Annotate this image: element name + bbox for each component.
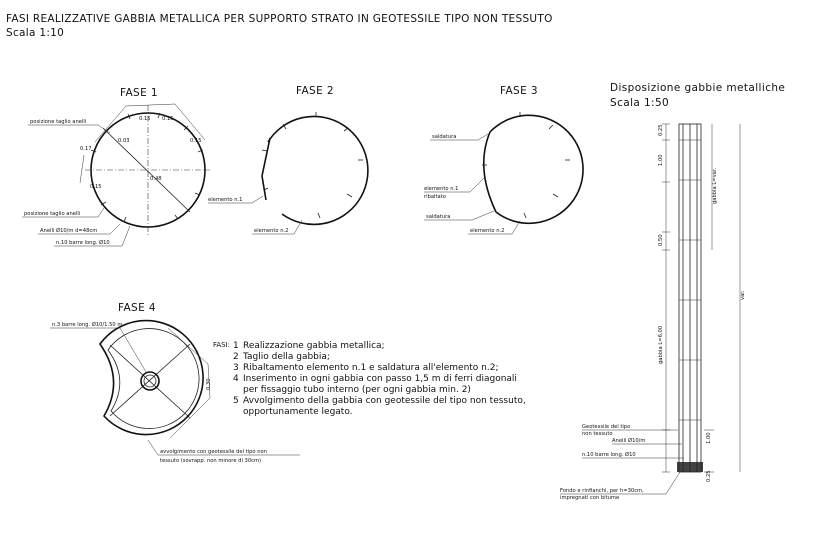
- disposizione-label-anelli: Anelli Ø10/m: [612, 437, 646, 444]
- fase-1-drawing: FASE 1 0.15 0.15 0.15 0.17 0.03 0.15 0.4…: [22, 87, 210, 247]
- disposizione-dim-025-bottom: 0.25: [706, 470, 712, 482]
- disposizione-label-fondo-1: Fondo e rinfianchi, per h=30cm,: [560, 488, 644, 494]
- fase-1-label-barre: n.10 barre long. Ø10: [56, 239, 110, 246]
- fase-3-ring: [489, 114, 584, 225]
- fasi-item-3-num: 3: [233, 363, 239, 373]
- fase-1-label-taglio-bottom: posizione taglio anelli: [24, 211, 80, 217]
- fase-4-label-barre: n.3 barre long. Ø10/1.50 m: [52, 321, 122, 328]
- fase-4-diagonal-2: [109, 343, 191, 417]
- fase-3-drawing: FASE 3 saldatura elemento n.1 ribaltato …: [424, 85, 584, 235]
- fase-1-dim-d5: 0.03: [118, 138, 130, 144]
- fase-4-label-avvolgimento-2: tessuto (sovrapp. non minore di 30cm): [160, 458, 261, 464]
- fase-1-label-anelli: Anelli Ø10/m d=48cm: [40, 227, 97, 234]
- fasi-item-1-num: 1: [233, 341, 239, 351]
- fasi-item-1-text: Realizzazione gabbia metallica;: [243, 341, 385, 351]
- fasi-item-4-num: 4: [233, 374, 239, 384]
- fase-4-ring: [99, 319, 204, 436]
- fase-1-heading: FASE 1: [120, 87, 158, 99]
- fase-4-heading: FASE 4: [118, 302, 156, 314]
- fase-4-label-avvolgimento-1: avvolgimento con geotessile del tipo non: [160, 449, 267, 455]
- fasi-item-2-num: 2: [233, 352, 239, 362]
- disposizione-dim-100-top: 1.00: [658, 154, 664, 166]
- fase-3-element-1-ribaltato: [482, 131, 497, 213]
- fase-3-heading: FASE 3: [500, 85, 538, 97]
- fase-2-label-elemento-1: elemento n.1: [208, 197, 242, 203]
- fase-4-leader-avvolgimento: [147, 439, 159, 456]
- fase-4-inner-tube: [140, 371, 160, 391]
- fasi-item-5b-text: opportunamente legato.: [243, 407, 353, 417]
- fasi-item-4-text: Inserimento in ogni gabbia con passo 1,5…: [243, 374, 517, 384]
- fase-4-inner-ring: [107, 328, 200, 429]
- fasi-item-5-num: 5: [233, 396, 239, 406]
- disposizione-dim-100-bottom: 1.00: [706, 432, 712, 444]
- disposizione-label-geotessile-2: non tessuto: [582, 431, 613, 437]
- fase-3-label-ribaltato: ribaltato: [424, 194, 446, 200]
- disposizione-dim-050: 0.50: [658, 234, 664, 246]
- disposizione-heading: Disposizione gabbie metalliche: [610, 82, 785, 94]
- fasi-item-2-text: Taglio della gabbia;: [242, 352, 330, 362]
- fase-4-diagonal-1: [109, 344, 191, 419]
- fasi-item-4b-text: per fissaggio tubo interno (per ogni gab…: [243, 385, 471, 395]
- fase-1-dim-d3: 0.15: [190, 138, 202, 144]
- disposizione-dim-gabbia-var: gabbia L=var.: [712, 168, 718, 204]
- fase-1-diameter-line: [104, 129, 191, 213]
- fase-1-label-taglio-top: posizione taglio anelli: [30, 119, 86, 125]
- fase-2-element-1: [261, 137, 271, 201]
- fase-1-dim-d6: 0.15: [90, 184, 102, 190]
- fase-3-label-elemento-2: elemento n.2: [470, 228, 504, 234]
- disposizione-drawing: Disposizione gabbie metalliche Scala 1:5…: [560, 82, 785, 501]
- disposizione-label-barre: n.10 barre long. Ø10: [582, 451, 636, 458]
- fase-3-label-saldatura-bottom: saldatura: [426, 214, 450, 220]
- fase-2-heading: FASE 2: [296, 85, 334, 97]
- disposizione-dim-gabbia-6: gabbia L=6.00: [658, 326, 664, 364]
- drawing-scale: Scala 1:10: [6, 27, 64, 39]
- fase-1-dim-d4: 0.17: [80, 146, 92, 152]
- fase-4-drawing: FASE 4 n.3 barre long. Ø10/1.50 m 0.30 a…: [50, 302, 300, 464]
- fase-1-dim-d2: 0.15: [162, 116, 174, 122]
- fase-1-dim-diameter: 0.48: [150, 176, 162, 182]
- disposizione-scale: Scala 1:50: [610, 97, 669, 109]
- cage-bottom-bitumen: [677, 462, 703, 472]
- fase-2-drawing: FASE 2 elemento n.1 elemento n.2: [208, 85, 369, 235]
- fase-1-dimension-left: [79, 154, 85, 184]
- fase-2-ring: [267, 115, 369, 226]
- disposizione-dim-025-top: 0.25: [658, 124, 664, 136]
- drawing-title: FASI REALIZZATIVE GABBIA METALLICA PER S…: [6, 13, 553, 25]
- fasi-notes: FASI: 1 Realizzazione gabbia metallica; …: [213, 341, 526, 417]
- disposizione-label-geotessile-1: Geotessile del tipo: [582, 424, 630, 430]
- fase-1-dimension-chain: [94, 103, 206, 143]
- fasi-item-5-text: Avvolgimento della gabbia con geotessile…: [243, 396, 526, 406]
- fase-2-label-elemento-2: elemento n.2: [254, 228, 288, 234]
- fase-3-label-saldatura-top: saldatura: [432, 134, 456, 140]
- fase-3-label-elemento-1: elemento n.1: [424, 186, 458, 192]
- fasi-item-3-text: Ribaltamento elemento n.1 e saldatura al…: [243, 363, 499, 373]
- fase-1-dim-d1: 0.15: [139, 116, 151, 122]
- fasi-prefix: FASI:: [213, 341, 230, 349]
- fase-4-dimension: [167, 327, 211, 439]
- fase-4-dim: 0.30: [206, 378, 212, 390]
- disposizione-label-fondo-2: impregnati con bitume: [560, 495, 619, 501]
- disposizione-dim-var: var.: [740, 290, 746, 300]
